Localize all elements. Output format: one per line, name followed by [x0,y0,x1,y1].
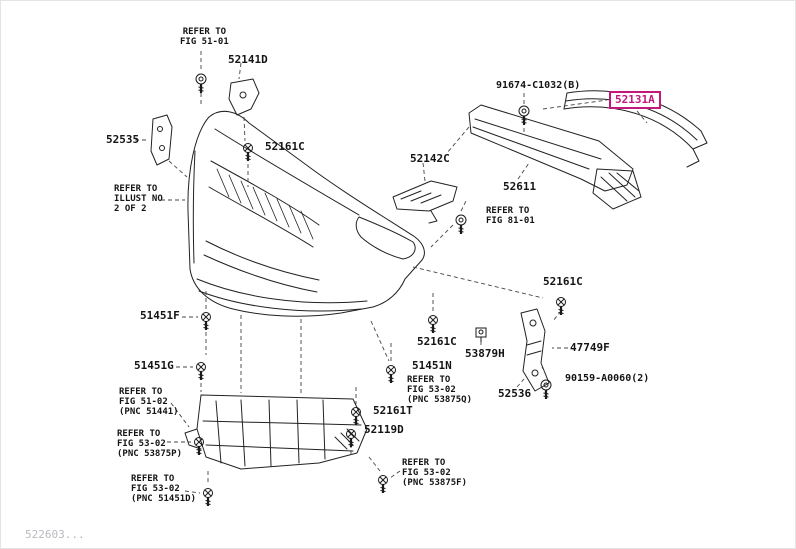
bracket-52141d-drawing [228,78,260,116]
bracket-52142c-drawing [392,180,458,224]
part-label-52161c-right[interactable]: 52161C [543,275,583,288]
part-label-47749f[interactable]: 47749F [570,341,610,354]
ref-note-fig-53-02-f: REFER TO FIG 53-02 (PNC 53875F) [402,458,468,488]
bumper-cover-drawing [187,110,425,317]
part-label-51451f[interactable]: 51451F [140,309,180,322]
part-label-90159-a0060[interactable]: 90159-A0060(2) [565,373,650,384]
bracket-52536-drawing [520,308,550,392]
part-label-51451n[interactable]: 51451N [412,359,452,372]
part-label-52611[interactable]: 52611 [503,180,537,193]
screw-icon [242,142,254,163]
part-label-52536[interactable]: 52536 [498,387,532,400]
absorber-52611-drawing [468,104,642,210]
screw-icon [385,364,397,385]
bolt-icon [517,104,531,127]
part-label-52161t[interactable]: 52161T [373,404,413,417]
part-label-52161c-top[interactable]: 52161C [265,140,305,153]
ref-note-fig-51-01: REFER TO FIG 51-01 [180,27,229,47]
part-label-52142c[interactable]: 52142C [410,152,450,165]
leader-lines [135,51,648,494]
part-label-52161c-mid[interactable]: 52161C [417,335,457,348]
undercover-52119d-drawing [184,394,368,470]
ref-note-fig-51-02: REFER TO FIG 51-02 (PNC 51441) [119,387,179,417]
screw-icon [350,406,362,427]
ref-note-illust-2of2: REFER TO ILLUST NO 2 OF 2 [114,184,163,214]
screw-icon [195,361,207,382]
screw-icon [345,428,357,449]
ref-note-fig-53-02-p: REFER TO FIG 53-02 (PNC 53875P) [117,429,183,459]
grille-hatch [216,168,314,240]
bolt-icon [194,72,208,95]
part-label-53879h[interactable]: 53879H [465,347,505,360]
screw-icon [377,474,389,495]
ref-note-fig-53-02-q: REFER TO FIG 53-02 (PNC 53875Q) [407,375,473,405]
bracket-52535-drawing [150,114,173,166]
bolt-icon [454,213,468,236]
part-label-52535[interactable]: 52535 [106,133,140,146]
part-label-52119d[interactable]: 52119D [364,423,404,436]
screw-icon [555,296,567,317]
screw-icon [202,487,214,508]
part-label-52141d[interactable]: 52141D [228,53,268,66]
screw-icon [200,311,212,332]
clip-icon [475,327,487,343]
part-label-52131a-highlighted[interactable]: 52131A [609,91,661,109]
ref-note-fig-81-01: REFER TO FIG 81-01 [486,206,535,226]
bolt-icon [539,378,553,401]
part-label-51451g[interactable]: 51451G [134,359,174,372]
page-watermark: 522603... [25,528,85,541]
part-label-91674-c1032b[interactable]: 91674-C1032(B) [496,80,581,91]
screw-icon [427,314,439,335]
ref-note-fig-53-02-d: REFER TO FIG 53-02 (PNC 51451D) [131,474,197,504]
